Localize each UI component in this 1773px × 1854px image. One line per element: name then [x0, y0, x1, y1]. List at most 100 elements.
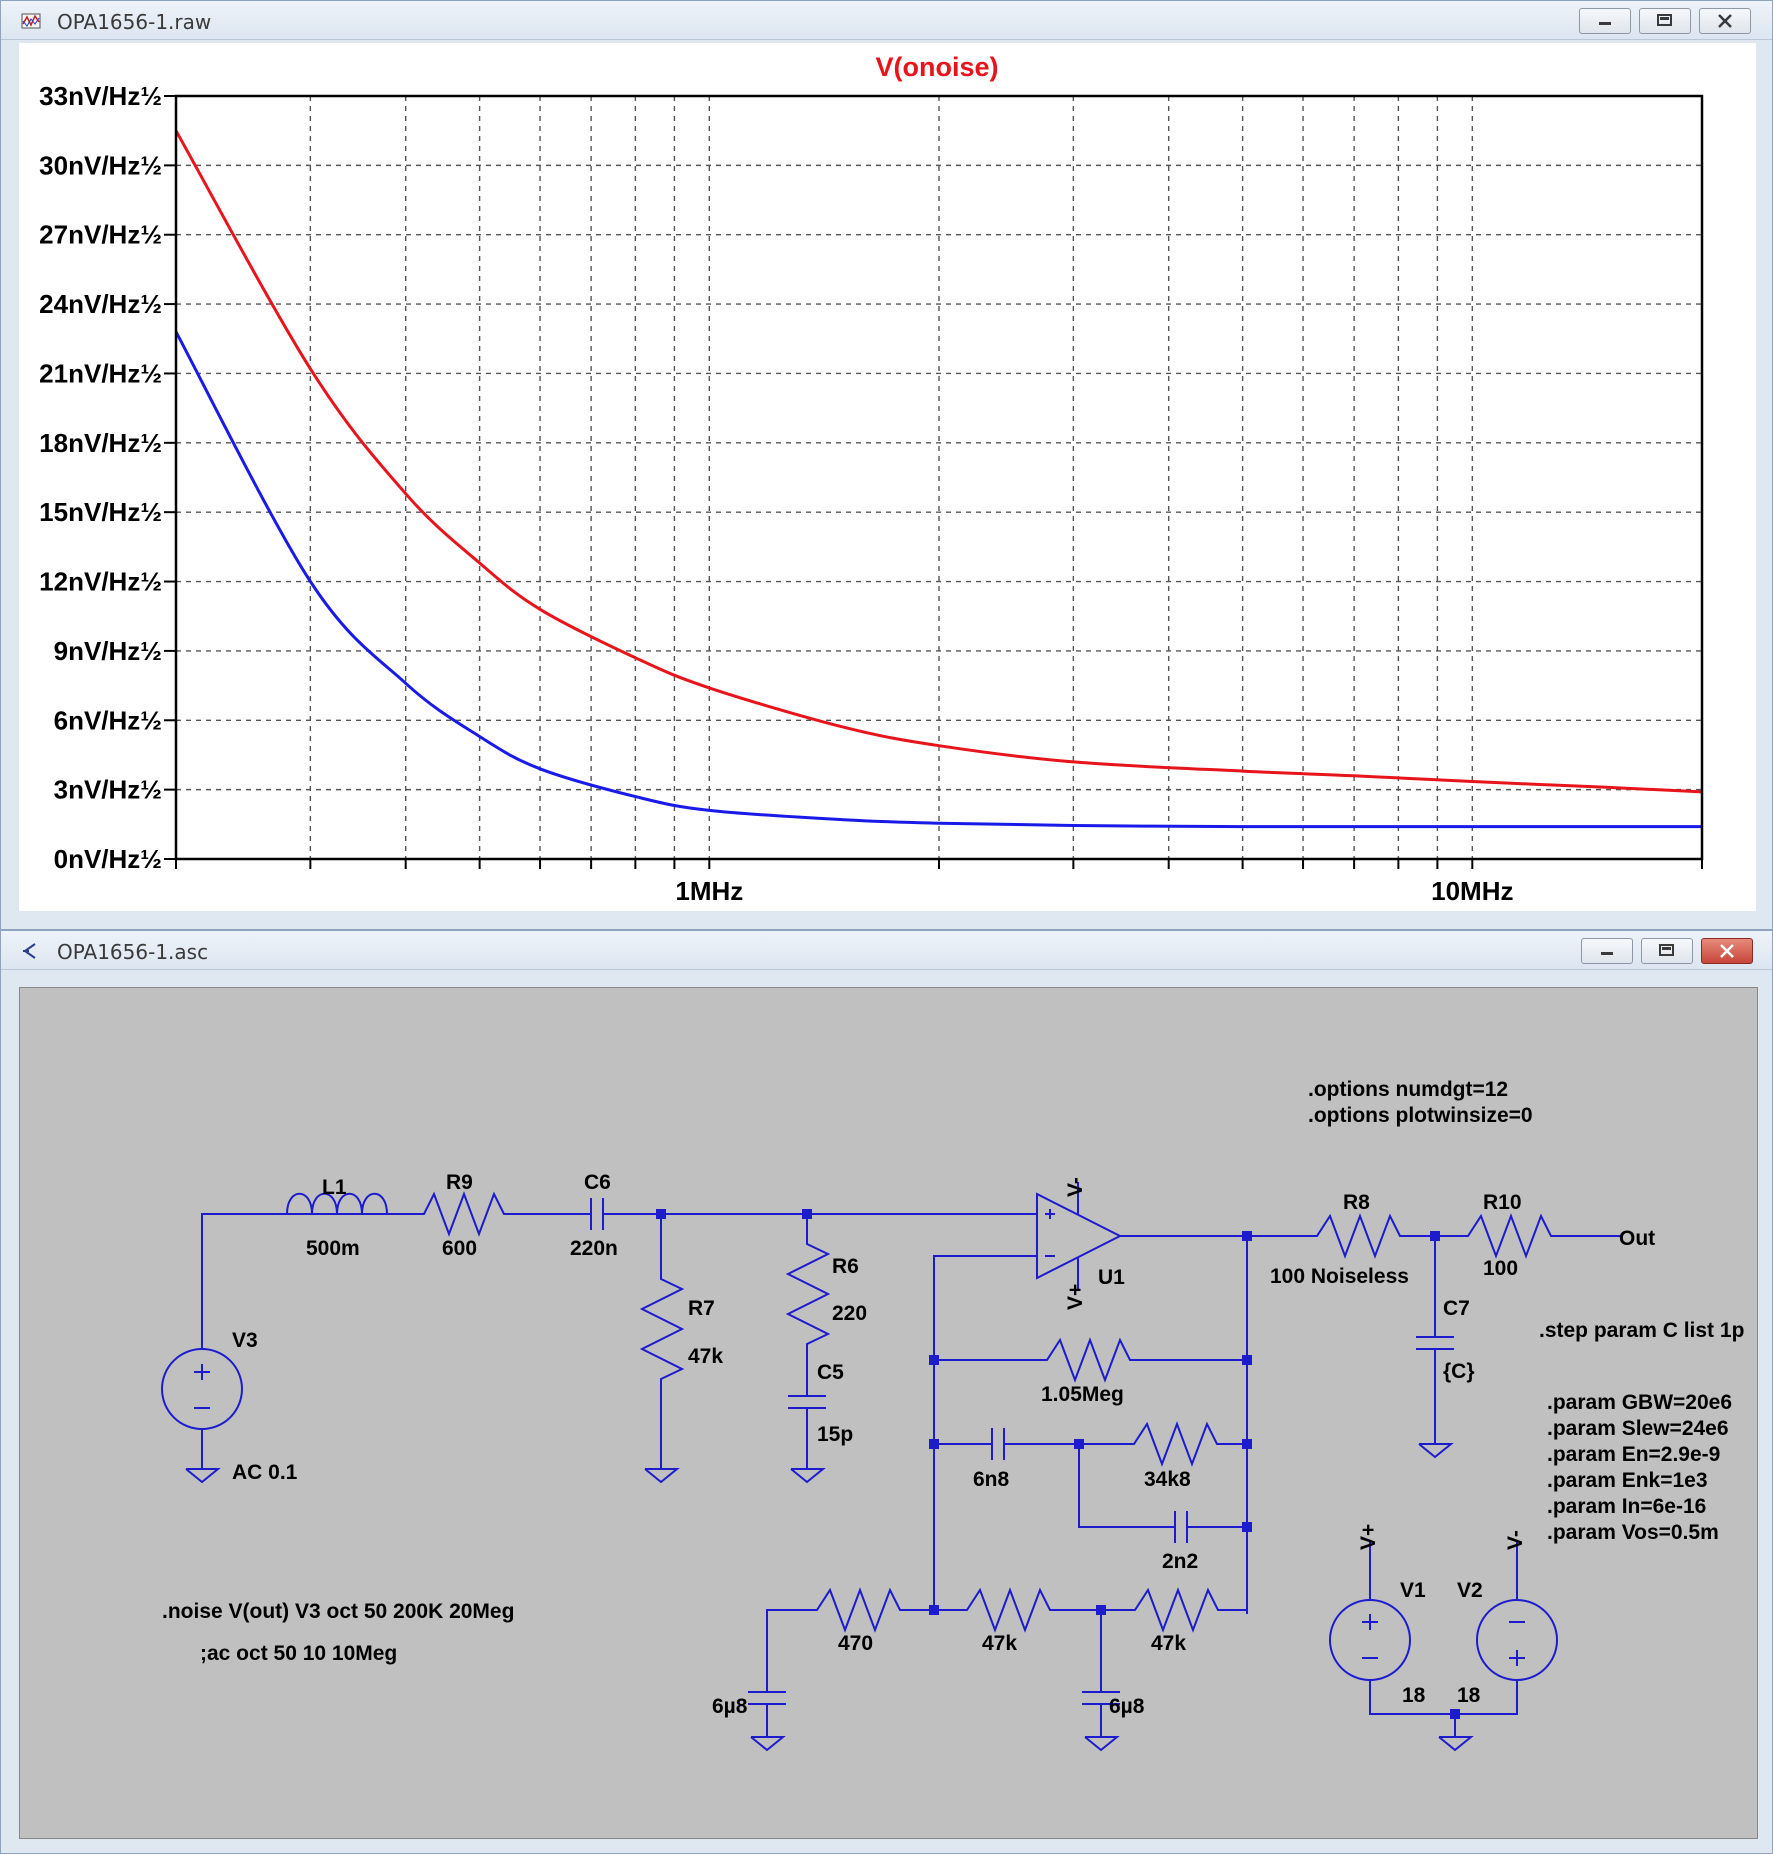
minimize-button[interactable] — [1579, 8, 1631, 34]
waveform-icon — [21, 13, 41, 29]
opamp-u1[interactable] — [1036, 1192, 1123, 1280]
directive-options-plotwinsize[interactable]: .options plotwinsize=0 — [1308, 1104, 1533, 1127]
voltage-source-v2[interactable] — [1476, 1599, 1558, 1681]
label-r7-value: 47k — [688, 1345, 723, 1368]
plot-grid — [176, 96, 1702, 859]
label-r6: R6 — [832, 1255, 859, 1278]
directive-param-slew[interactable]: .param Slew=24e6 — [1547, 1417, 1729, 1440]
label-r7: R7 — [688, 1297, 715, 1320]
y-tick-label: 15nV/Hz½ — [39, 497, 162, 527]
label-r10-value: 100 — [1483, 1257, 1518, 1280]
label-v1: V1 — [1400, 1579, 1426, 1602]
label-v1-vplus: V+ — [1357, 1524, 1380, 1550]
label-u1: U1 — [1098, 1266, 1125, 1289]
plot-area[interactable]: V(onoise) 0nV/Hz½ 3nV/Hz½ 6nV/Hz½ 9nV/Hz½ 12… — [19, 43, 1756, 911]
restore-icon — [1657, 14, 1672, 26]
spice-directives: .options numdgt=12 .options plotwinsize=… — [162, 1078, 1744, 1665]
directive-noise[interactable]: .noise V(out) V3 oct 50 200K 20Meg — [162, 1600, 514, 1623]
schematic-window-title: OPA1656-1.asc — [57, 940, 209, 964]
directive-step[interactable]: .step param C list 1p — [1539, 1319, 1744, 1342]
plot-window-title: OPA1656-1.raw — [57, 10, 212, 34]
schematic-canvas[interactable]: L1 500m R9 600 C6 220n R7 47k R6 220 C5 … — [19, 987, 1758, 1839]
x-tick-label: 1MHz — [675, 876, 743, 906]
schematic-drawing[interactable]: L1 500m R9 600 C6 220n R7 47k R6 220 C5 … — [20, 988, 1759, 1840]
y-tick-label: 3nV/Hz½ — [54, 775, 162, 805]
series-layer — [174, 129, 1703, 829]
directive-param-enk[interactable]: .param Enk=1e3 — [1547, 1469, 1708, 1492]
y-tick-label: 33nV/Hz½ — [39, 81, 162, 111]
y-tick-label: 21nV/Hz½ — [39, 358, 162, 388]
x-tick-label: 10MHz — [1431, 876, 1513, 906]
y-tick-label: 18nV/Hz½ — [39, 428, 162, 458]
y-tick-label: 24nV/Hz½ — [39, 289, 162, 319]
resistor-34k8[interactable] — [1004, 1421, 1247, 1467]
directive-param-en[interactable]: .param En=2.9e-9 — [1547, 1443, 1720, 1466]
label-v2: V2 — [1457, 1579, 1483, 1602]
label-r6-value: 220 — [832, 1302, 867, 1325]
label-6n8: 6n8 — [973, 1468, 1010, 1491]
voltage-source-v3[interactable] — [161, 1348, 243, 1430]
label-v3-value: AC 0.1 — [232, 1461, 298, 1484]
label-v1-value: 18 — [1402, 1684, 1426, 1707]
close-icon — [1718, 14, 1732, 28]
directive-ac-comment[interactable]: ;ac oct 50 10 10Meg — [200, 1642, 397, 1665]
voltage-source-v1[interactable] — [1329, 1599, 1411, 1681]
label-c5-value: 15p — [817, 1423, 853, 1446]
close-button[interactable] — [1701, 938, 1753, 964]
close-button[interactable] — [1699, 8, 1751, 34]
y-tick-label: 0nV/Hz½ — [54, 844, 162, 874]
minimize-icon — [1599, 22, 1611, 25]
label-r9-value: 600 — [442, 1237, 477, 1260]
series-line-blue[interactable] — [174, 331, 1702, 829]
label-c7-value: {C} — [1443, 1360, 1475, 1383]
label-v3: V3 — [232, 1329, 258, 1352]
label-r8-value: 100 Noiseless — [1270, 1265, 1409, 1288]
label-r9: R9 — [446, 1171, 473, 1194]
minimize-button[interactable] — [1581, 938, 1633, 964]
label-34k8: 34k8 — [1144, 1468, 1191, 1491]
resistor-r9[interactable] — [390, 1191, 562, 1237]
y-tick-label: 30nV/Hz½ — [39, 150, 162, 180]
label-47k-a: 47k — [982, 1632, 1017, 1655]
y-tick-label: 12nV/Hz½ — [39, 567, 162, 597]
y-tick-label: 9nV/Hz½ — [54, 636, 162, 666]
noise-plot[interactable]: V(onoise) 0nV/Hz½ 3nV/Hz½ 6nV/Hz½ 9nV/Hz½ 12… — [19, 43, 1758, 913]
label-47k-b: 47k — [1151, 1632, 1186, 1655]
label-c5: C5 — [817, 1361, 844, 1384]
plot-window: OPA1656-1.raw V(onoise) 0nV/Hz½ 3nV/Hz½ 6n… — [0, 0, 1773, 930]
minimize-icon — [1601, 952, 1613, 955]
y-tick-label: 6nV/Hz½ — [54, 705, 162, 735]
label-2n2: 2n2 — [1162, 1550, 1198, 1573]
resistor-1-05meg[interactable] — [934, 1337, 1247, 1383]
series-line-red[interactable] — [174, 129, 1703, 794]
directive-param-vos[interactable]: .param Vos=0.5m — [1547, 1521, 1719, 1544]
label-vplus-pin: V+ — [1064, 1284, 1087, 1310]
schematic-icon — [23, 943, 36, 959]
maximize-button[interactable] — [1639, 8, 1691, 34]
label-470: 470 — [838, 1632, 873, 1655]
label-l1-value: 500m — [306, 1237, 360, 1260]
directive-param-gbw[interactable]: .param GBW=20e6 — [1547, 1391, 1732, 1414]
label-v2-value: 18 — [1457, 1684, 1481, 1707]
restore-icon — [1659, 944, 1674, 956]
schematic-window: OPA1656-1.asc — [0, 930, 1773, 1854]
y-axis-ticks: 0nV/Hz½ 3nV/Hz½ 6nV/Hz½ 9nV/Hz½ 12nV/Hz½ 15nV… — [39, 81, 176, 874]
label-6u8-b: 6µ8 — [1109, 1695, 1145, 1718]
label-1-05meg: 1.05Meg — [1041, 1383, 1124, 1406]
maximize-button[interactable] — [1641, 938, 1693, 964]
plot-window-titlebar[interactable]: OPA1656-1.raw — [1, 1, 1772, 40]
resistor-chain[interactable] — [766, 1587, 1248, 1692]
label-c6: C6 — [584, 1171, 611, 1194]
directive-options-numdgt[interactable]: .options numdgt=12 — [1308, 1078, 1508, 1101]
label-v2-vminus: V- — [1504, 1530, 1527, 1550]
resistor-r7[interactable] — [639, 1214, 685, 1469]
directive-param-in[interactable]: .param In=6e-16 — [1547, 1495, 1706, 1518]
label-l1: L1 — [322, 1176, 347, 1199]
component-labels: L1 500m R9 600 C6 220n R7 47k R6 220 C5 … — [232, 1171, 1655, 1718]
schematic-window-titlebar[interactable]: OPA1656-1.asc — [1, 931, 1772, 970]
trace-label-v-onoise[interactable]: V(onoise) — [875, 52, 998, 82]
x-axis-ticks: 1MHz 10MHz — [175, 859, 1703, 906]
resistor-r6[interactable] — [785, 1214, 831, 1396]
y-tick-label: 27nV/Hz½ — [39, 220, 162, 250]
label-r10: R10 — [1483, 1191, 1522, 1214]
